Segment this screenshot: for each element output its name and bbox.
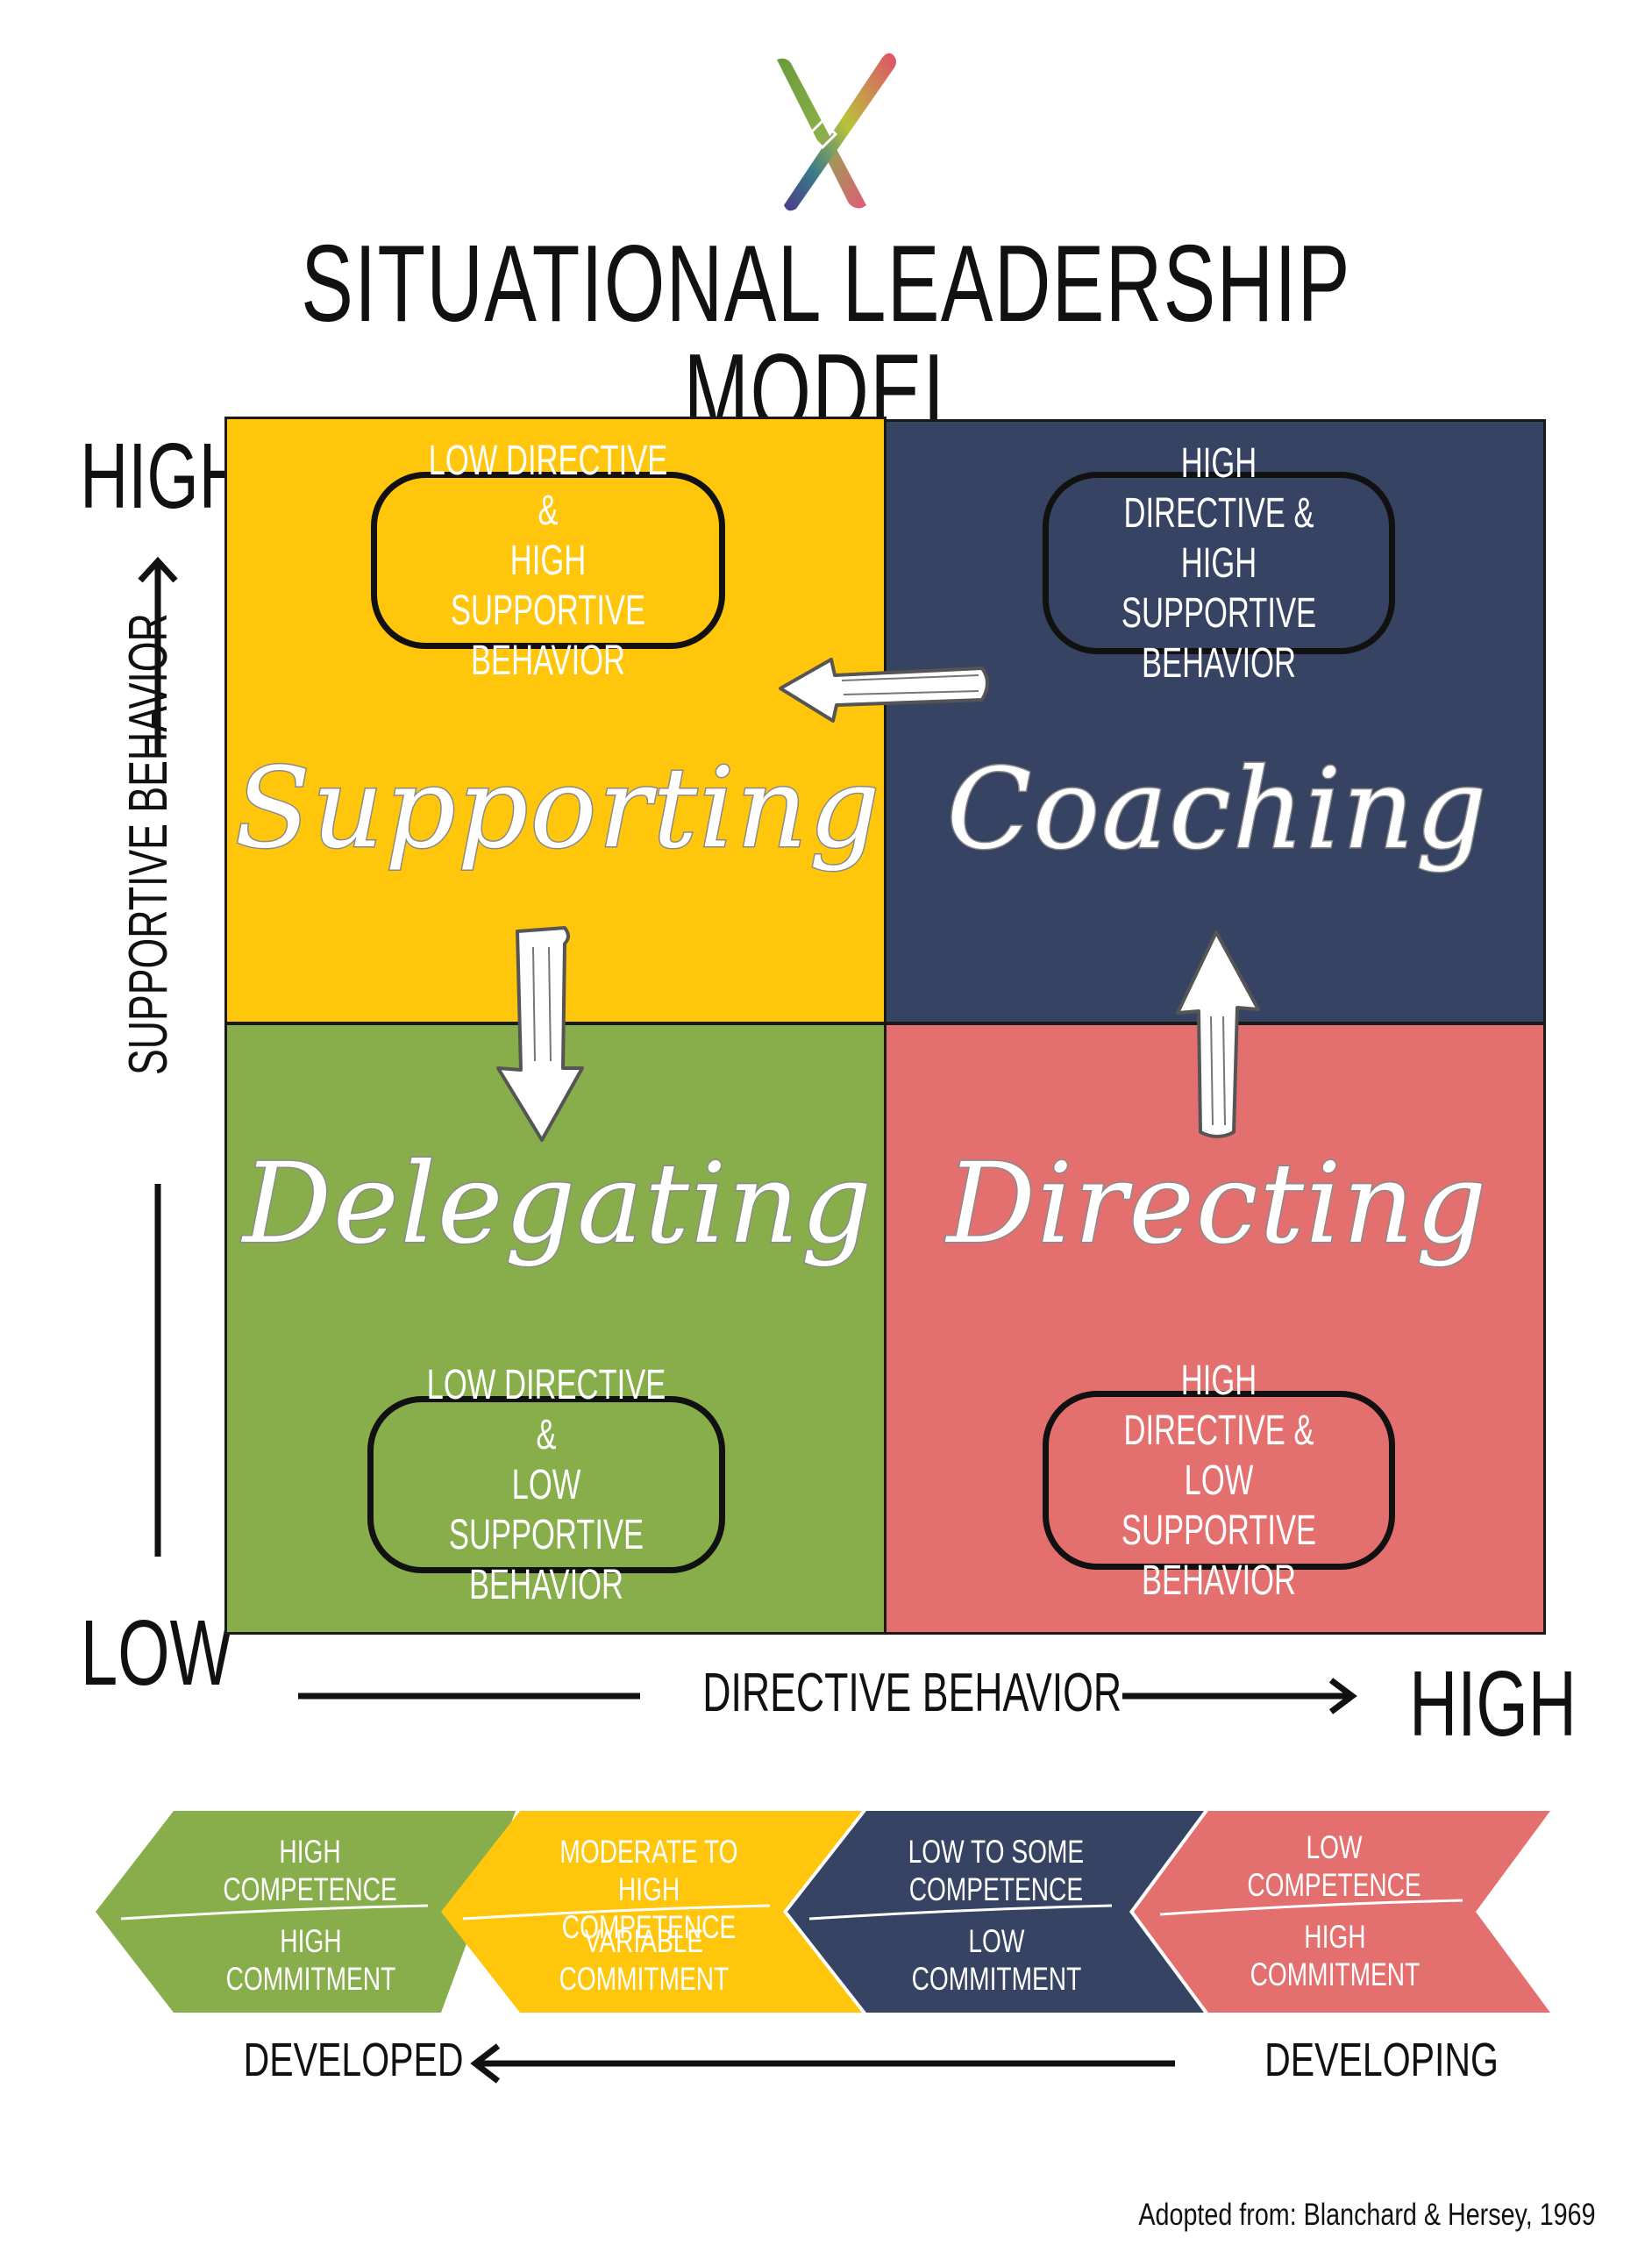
arrow-supporting-to-delegating-icon xyxy=(496,926,584,1142)
stage-3-commitment: LOW COMMITMENT xyxy=(911,1923,1081,1997)
source-credit: Adopted from: Blanchard & Hersey, 1969 xyxy=(1138,2198,1596,2232)
brand-logo-x-icon xyxy=(777,53,896,211)
delegating-behavior-pill: LOW DIRECTIVE & LOW SUPPORTIVE BEHAVIOR xyxy=(367,1362,725,1608)
coaching-behavior-pill: HIGH DIRECTIVE & HIGH SUPPORTIVE BEHAVIO… xyxy=(1043,440,1395,687)
stage-chevron-low-some xyxy=(787,1811,1204,2013)
stage-4-competence: LOW COMPETENCE xyxy=(1247,1829,1422,1903)
x-axis-arrow xyxy=(298,1678,1357,1714)
arrow-coaching-to-supporting-icon xyxy=(779,658,989,723)
y-axis-low-label: LOW xyxy=(80,1601,233,1705)
y-axis-high-label: HIGH xyxy=(80,424,247,528)
delegating-style-label: Delegating xyxy=(242,1138,873,1270)
stage-chevron-moderate xyxy=(441,1811,862,2013)
stage-3-competence: LOW TO SOME COMPETENCE xyxy=(908,1834,1085,1907)
stage-1-commitment: HIGH COMMITMENT xyxy=(225,1923,395,1997)
supporting-style-label: Supporting xyxy=(233,743,882,874)
stage-2-competence: MODERATE TO HIGH COMPETENCE xyxy=(559,1834,738,1945)
developing-label: DEVELOPING xyxy=(1264,2034,1499,2086)
stage-4-commitment: HIGH COMMITMENT xyxy=(1250,1919,1420,1992)
directing-behavior-pill: HIGH DIRECTIVE & LOW SUPPORTIVE BEHAVIOR xyxy=(1043,1358,1395,1604)
stage-chevron-developing xyxy=(1134,1811,1550,2013)
supporting-behavior-pill: LOW DIRECTIVE & HIGH SUPPORTIVE BEHAVIOR xyxy=(371,438,725,684)
supporting-quadrant: LOW DIRECTIVE & HIGH SUPPORTIVE BEHAVIOR… xyxy=(224,417,887,1024)
y-axis-arrow xyxy=(138,556,178,1557)
development-stage-chevrons xyxy=(96,1811,1550,2013)
coaching-quadrant: HIGH DIRECTIVE & HIGH SUPPORTIVE BEHAVIO… xyxy=(884,419,1546,1024)
stage-1-competence: HIGH COMPETENCE xyxy=(223,1834,398,1907)
arrow-directing-to-coaching-icon xyxy=(1176,930,1260,1138)
developed-label: DEVELOPED xyxy=(243,2034,464,2086)
development-direction-arrow xyxy=(470,2043,1175,2084)
x-axis-high-label: HIGH xyxy=(1409,1652,1577,1756)
page-title: SITUATIONAL LEADERSHIP MODEL xyxy=(301,224,1351,453)
x-axis-title: DIRECTIVE BEHAVIOR xyxy=(702,1663,1122,1723)
stage-2-commitment: VARIABLE COMMITMENT xyxy=(559,1923,729,1997)
coaching-style-label: Coaching xyxy=(945,744,1489,875)
directing-style-label: Directing xyxy=(945,1138,1489,1270)
stage-chevron-developed xyxy=(96,1811,516,2013)
